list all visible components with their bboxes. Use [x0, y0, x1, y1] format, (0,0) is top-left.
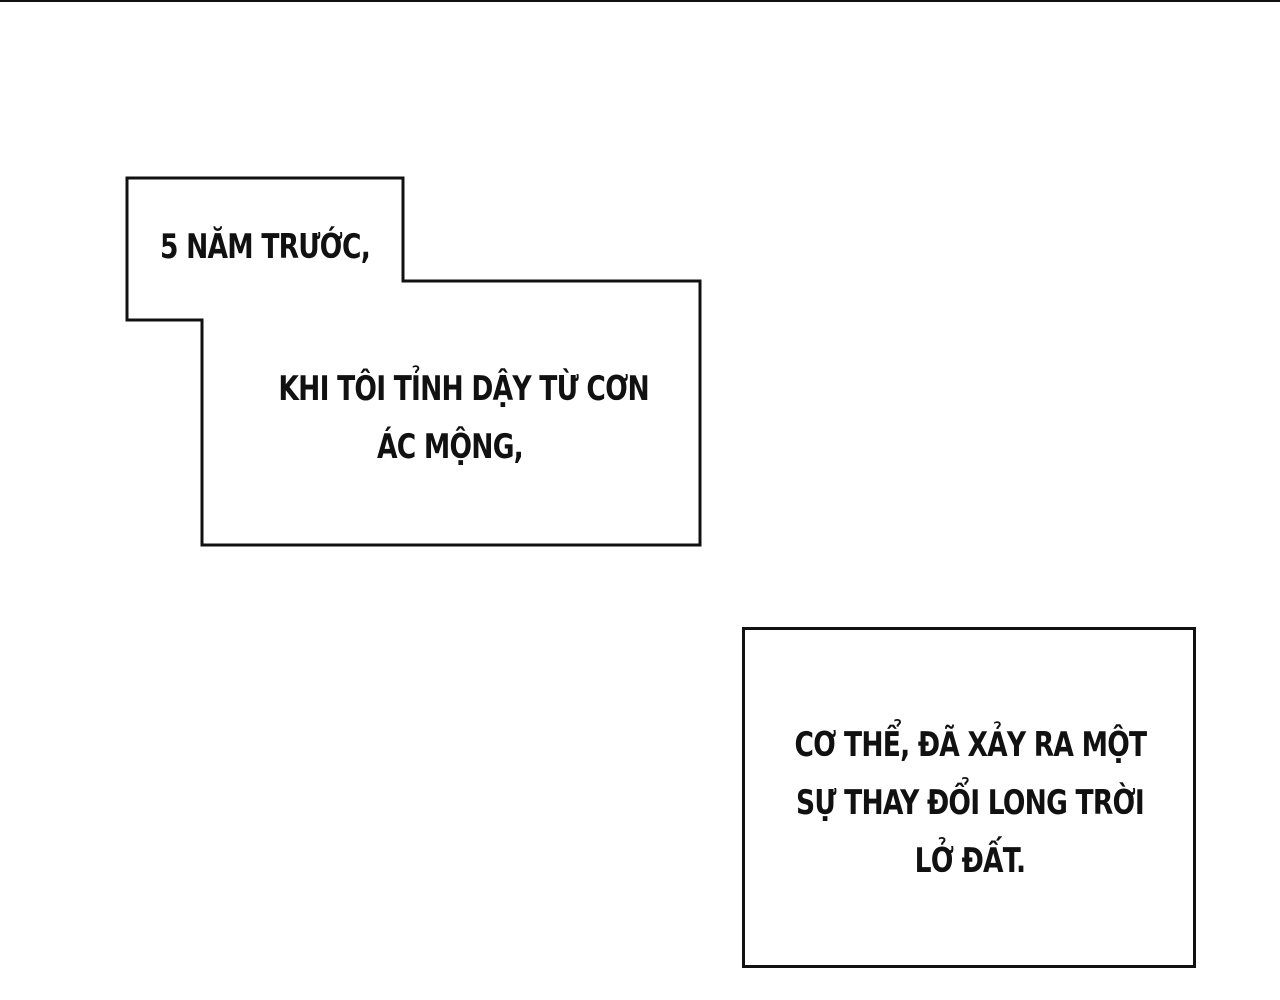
caption-body-change-line-1: CƠ THỂ, ĐÃ XẢY RA MỘT [794, 725, 1148, 765]
caption-awakening-line-1: KHI TÔI TỈNH DẬY TỪ CƠN [278, 369, 649, 409]
caption-awakening-line-2: ÁC MỘNG, [377, 427, 524, 467]
caption-awakening: KHI TÔI TỈNH DẬY TỪ CƠN ÁC MỘNG, [278, 360, 649, 476]
caption-box-outline [125, 176, 702, 547]
caption-box-rectangle [742, 627, 1196, 968]
caption-time-marker: 5 NĂM TRƯỚC, [160, 227, 371, 267]
caption-body-change-line-3: LỞ ĐẤT. [914, 841, 1027, 881]
caption-body-change: CƠ THỂ, ĐÃ XẢY RA MỘT SỰ THAY ĐỔI LONG T… [794, 716, 1148, 890]
caption-body-change-line-2: SỰ THAY ĐỔI LONG TRỜI [796, 783, 1145, 823]
top-divider-line [0, 0, 1280, 2]
